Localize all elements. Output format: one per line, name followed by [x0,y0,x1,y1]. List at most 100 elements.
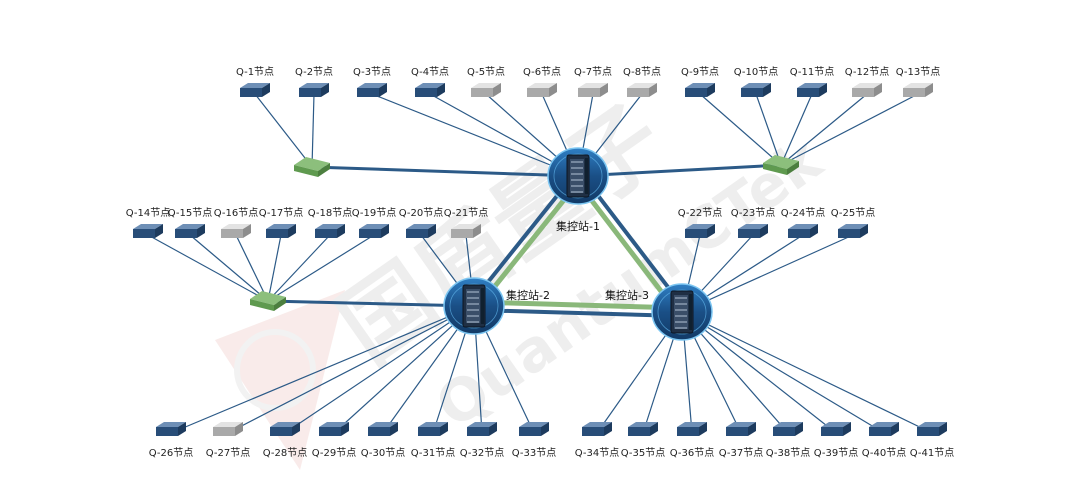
node-link [780,93,813,166]
switch-sw3[interactable] [250,291,286,311]
node-item[interactable] [821,422,851,436]
node-item[interactable] [359,224,389,238]
node-item[interactable] [133,224,163,238]
node-label: Q-36节点 [670,447,714,459]
blue-node-device-icon [726,422,756,436]
node-item[interactable] [628,422,658,436]
node-item[interactable] [175,224,205,238]
node-item[interactable] [685,83,715,97]
node-item[interactable] [685,224,715,238]
node-item[interactable] [299,83,329,97]
node-label: Q-4节点 [411,66,449,78]
node-item[interactable] [869,422,899,436]
node-item[interactable] [578,83,608,97]
station-label: 集控站-3 [605,288,649,302]
node-item[interactable] [240,83,270,97]
node-item[interactable] [677,422,707,436]
node-label: Q-23节点 [731,207,775,219]
blue-node-device-icon [156,422,186,436]
node-item[interactable] [406,224,436,238]
node-label: Q-30节点 [361,447,405,459]
blue-node-device-icon [685,83,715,97]
node-link [147,234,269,302]
node-item[interactable] [270,422,300,436]
node-item[interactable] [418,422,448,436]
station-s1[interactable] [547,147,609,205]
blue-node-device-icon [240,83,270,97]
node-link [311,93,315,168]
node-link [267,234,282,302]
node-label: Q-31节点 [411,447,455,459]
node-item[interactable] [582,422,612,436]
node-item[interactable] [467,422,497,436]
blue-node-device-icon [677,422,707,436]
node-item[interactable] [738,224,768,238]
blue-node-device-icon [270,422,300,436]
watermark-swoosh-icon [215,290,345,470]
trunk-link [577,163,782,178]
node-item[interactable] [726,422,756,436]
blue-node-device-icon [418,422,448,436]
gray-node-device-icon [852,83,882,97]
node-item[interactable] [315,224,345,238]
node-item[interactable] [451,224,481,238]
blue-node-device-icon [797,83,827,97]
blue-node-device-icon [628,422,658,436]
node-item[interactable] [797,83,827,97]
node-label: Q-11节点 [790,66,834,78]
node-item[interactable] [519,422,549,436]
node-link [371,93,579,177]
node-label: Q-26节点 [149,447,193,459]
node-link [267,234,375,302]
node-label: Q-32节点 [460,447,504,459]
node-item[interactable] [266,224,296,238]
node-item[interactable] [319,422,349,436]
green-switch-icon [294,157,330,177]
blue-node-device-icon [368,422,398,436]
node-label: Q-22节点 [678,207,722,219]
node-item[interactable] [213,422,243,436]
node-item[interactable] [357,83,387,97]
switch-sw1[interactable] [294,157,330,177]
node-item[interactable] [627,83,657,97]
node-label: Q-13节点 [896,66,940,78]
node-label: Q-41节点 [910,447,954,459]
node-item[interactable] [156,422,186,436]
node-item[interactable] [788,224,818,238]
node-item[interactable] [838,224,868,238]
node-label: Q-1节点 [236,66,274,78]
gray-node-device-icon [627,83,657,97]
node-label: Q-37节点 [719,447,763,459]
node-label: Q-3节点 [353,66,391,78]
blue-node-device-icon [773,422,803,436]
node-item[interactable] [917,422,947,436]
node-item[interactable] [221,224,251,238]
node-item[interactable] [852,83,882,97]
node-item[interactable] [773,422,803,436]
node-label: Q-35节点 [621,447,665,459]
node-item[interactable] [368,422,398,436]
server-station-icon [547,147,609,205]
node-label: Q-20节点 [399,207,443,219]
blue-node-device-icon [406,224,436,238]
trunk-link [311,165,579,178]
node-item[interactable] [527,83,557,97]
station-s2[interactable] [443,277,505,335]
node-item[interactable] [471,83,501,97]
station-label: 集控站-2 [506,288,550,302]
node-item[interactable] [903,83,933,97]
node-item[interactable] [415,83,445,97]
node-link [333,305,475,434]
node-link [681,311,933,434]
node-label: Q-39节点 [814,447,858,459]
node-link [284,305,475,434]
switch-sw2[interactable] [763,155,799,175]
blue-node-device-icon [582,422,612,436]
station-s3[interactable] [651,283,713,341]
node-link [681,234,854,313]
gray-node-device-icon [527,83,557,97]
node-link [170,305,475,434]
node-item[interactable] [741,83,771,97]
node-label: Q-24节点 [781,207,825,219]
gray-node-device-icon [578,83,608,97]
